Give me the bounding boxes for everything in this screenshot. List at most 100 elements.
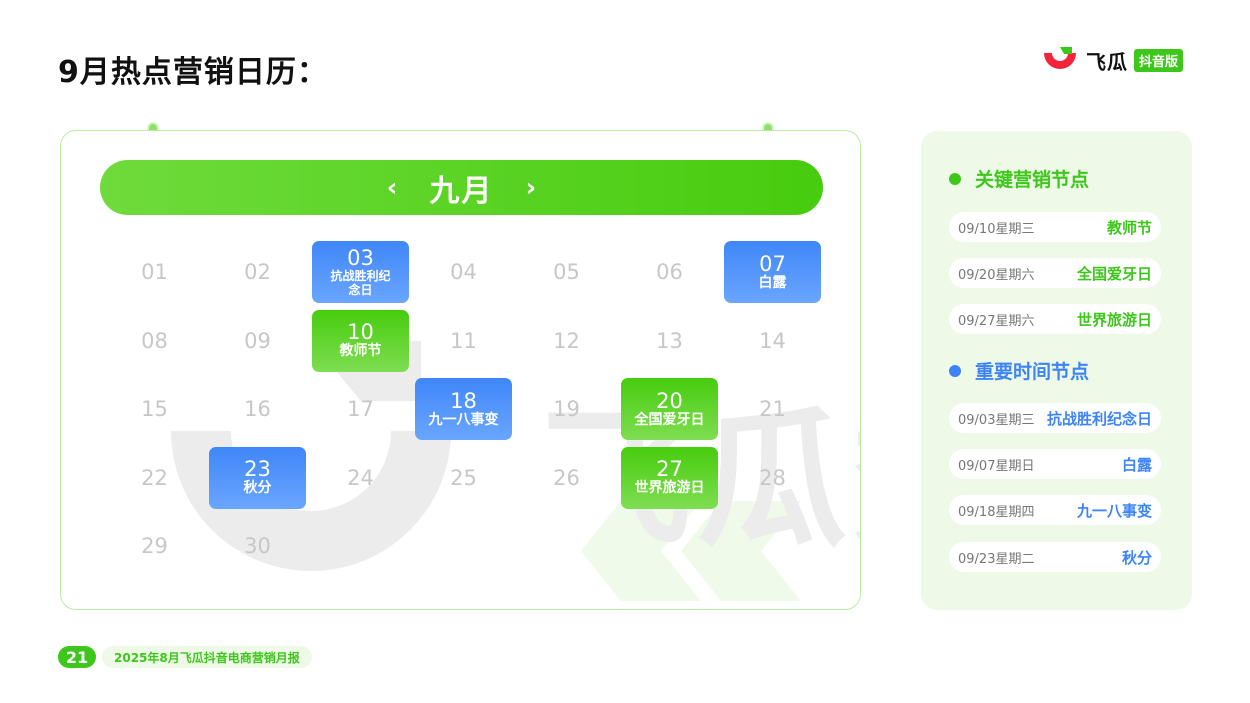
brand-badge: 抖音版 [1134,48,1184,72]
day-number: 09 [244,328,271,353]
calendar-day[interactable]: 05 [518,241,615,303]
footer: 21 2025年8月飞瓜抖音电商营销月报 [58,646,312,668]
key-node-event: 世界旅游日 [1076,310,1152,329]
melon-logo-icon [1040,45,1080,75]
prev-month-chevron-left-icon[interactable]: ‹ [386,172,398,203]
day-number: 15 [141,397,168,421]
key-nodes-heading: 关键营销节点 [949,165,1089,192]
calendar-day[interactable]: 11 [415,310,512,372]
calendar-day[interactable]: 02 [209,241,306,303]
day-number: 12 [553,328,580,353]
calendar-day[interactable]: 06 [621,241,718,303]
day-number: 23 [244,457,271,482]
day-number: 04 [450,260,477,284]
day-number: 28 [759,465,786,490]
calendar-card: 飞瓜数据 ‹ 九月 › 010203抗战胜利纪念日04050607白露08091… [60,130,861,610]
calendar-day[interactable]: 09 [209,310,306,372]
day-number: 05 [553,260,580,284]
important-node-date: 09/07星期日 [958,458,1035,474]
key-node-row: 09/27星期六 世界旅游日 [949,304,1161,334]
day-number: 20 [656,388,683,413]
day-number: 13 [656,328,683,353]
day-event-label: 九一八事变 [428,411,499,428]
key-node-date: 09/20星期六 [958,267,1035,283]
calendar-day[interactable]: 08 [106,310,203,372]
day-number: 24 [347,465,374,490]
day-number: 27 [656,457,683,482]
key-node-event: 全国爱牙日 [1076,264,1152,283]
day-number: 03 [347,245,374,270]
page-number: 21 [58,646,96,668]
day-number: 11 [450,328,477,353]
important-nodes-heading: 重要时间节点 [949,357,1089,384]
key-node-date: 09/10星期三 [958,221,1035,237]
important-node-row: 09/23星期二 秋分 [949,542,1161,572]
calendar-day[interactable]: 24 [312,447,409,509]
calendar-day[interactable]: 22 [106,447,203,509]
next-month-chevron-right-icon[interactable]: › [525,172,537,203]
calendar-day[interactable]: 15 [106,378,203,440]
important-node-date: 09/23星期二 [958,551,1035,567]
calendar-day[interactable]: 28 [724,447,821,509]
day-event-label: 世界旅游日 [634,480,705,497]
calendar-day[interactable]: 13 [621,310,718,372]
key-nodes-title: 关键营销节点 [975,169,1090,191]
day-number: 19 [553,397,580,421]
day-number: 02 [244,260,271,284]
day-number: 22 [141,465,168,490]
month-label: 九月 [429,173,494,209]
important-node-event: 九一八事变 [1076,501,1152,520]
calendar-day[interactable]: 14 [724,310,821,372]
calendar-day[interactable]: 19 [518,378,615,440]
important-nodes-title: 重要时间节点 [975,361,1090,383]
key-node-event: 教师节 [1106,218,1152,237]
calendar-day[interactable]: 04 [415,241,512,303]
day-number: 29 [141,534,168,558]
calendar-day[interactable]: 30 [209,515,306,577]
calendar-day[interactable]: 01 [106,241,203,303]
calendar-day[interactable]: 12 [518,310,615,372]
day-event-label: 抗战胜利纪念日 [330,268,391,298]
important-node-date: 09/18星期四 [958,504,1035,520]
day-number: 17 [347,397,374,421]
side-panel: 关键营销节点 09/10星期三 教师节 09/20星期六 全国爱牙日 09/27… [921,131,1192,610]
important-node-row: 09/07星期日 白露 [949,449,1161,479]
day-event-label: 教师节 [339,343,382,360]
calendar-day[interactable]: 26 [518,447,615,509]
day-number: 01 [141,260,168,284]
day-number: 16 [244,397,271,421]
day-event-label: 白露 [758,274,787,291]
calendar-day[interactable]: 25 [415,447,512,509]
important-node-row: 09/03星期三 抗战胜利纪念日 [949,403,1161,433]
report-name: 2025年8月飞瓜抖音电商营销月报 [102,646,312,668]
calendar-day[interactable]: 29 [106,515,203,577]
brand-name: 飞瓜 [1086,49,1128,74]
day-number: 18 [450,388,477,413]
calendar-day[interactable]: 16 [209,378,306,440]
day-number: 08 [141,328,168,353]
important-node-row: 09/18星期四 九一八事变 [949,495,1161,525]
blue-dot-icon [949,364,961,377]
key-node-date: 09/27星期六 [958,313,1035,329]
key-node-row: 09/20星期六 全国爱牙日 [949,258,1161,288]
important-node-event: 白露 [1121,455,1152,474]
calendar-day[interactable]: 17 [312,378,409,440]
day-number: 30 [244,534,271,558]
day-number: 14 [759,328,786,353]
day-number: 26 [553,465,580,490]
green-dot-icon [949,172,961,185]
calendar-day[interactable]: 21 [724,378,821,440]
important-node-date: 09/03星期三 [958,412,1035,428]
important-node-event: 抗战胜利纪念日 [1046,409,1152,428]
important-node-event: 秋分 [1121,548,1152,567]
day-event-label: 全国爱牙日 [634,411,705,428]
day-number: 21 [759,397,786,421]
